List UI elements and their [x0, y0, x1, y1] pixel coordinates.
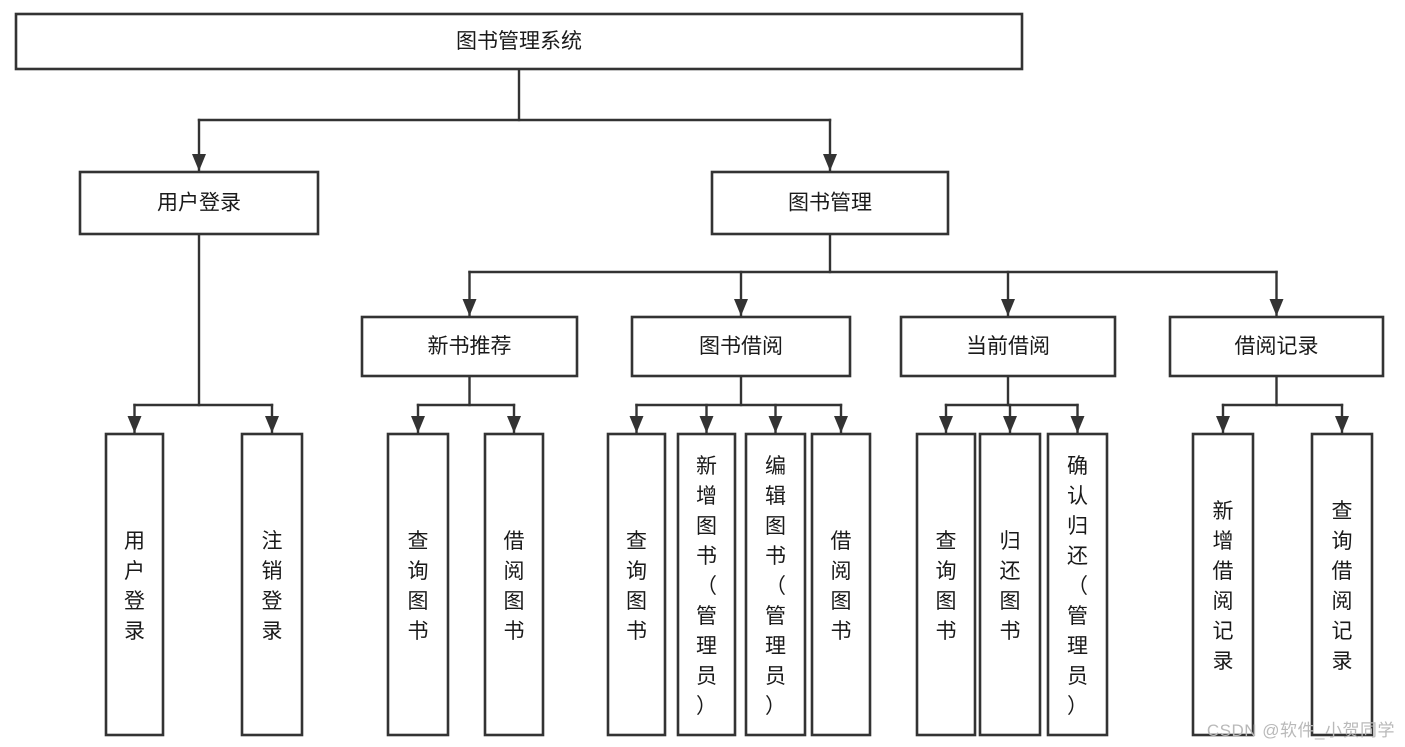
- node-current-borrow[interactable]: 当前借阅: [899, 315, 1117, 378]
- node-book-manage[interactable]: 图书管理: [710, 170, 950, 236]
- node-label: 图书管理: [788, 192, 872, 215]
- node-label: 新书推荐: [428, 335, 512, 358]
- node-label: 查询图书: [936, 530, 957, 643]
- node-user-login[interactable]: 用户登录: [78, 170, 320, 236]
- node-label: 新增图书（管理员）: [696, 455, 717, 718]
- node-label: 注销登录: [262, 530, 283, 643]
- node-label: 用户登录: [157, 192, 241, 215]
- node-label: 查询图书: [626, 530, 647, 643]
- node-leaf-borrow-book-b[interactable]: 借阅图书: [810, 432, 872, 737]
- node-label: 查询图书: [408, 530, 429, 643]
- node-root[interactable]: 图书管理系统: [14, 12, 1024, 71]
- node-label: 归还图书: [1000, 530, 1021, 643]
- node-label: 确认归还（管理员）: [1067, 455, 1088, 718]
- node-layer: 图书管理系统用户登录图书管理新书推荐图书借阅当前借阅借阅记录用户登录注销登录查询…: [14, 12, 1385, 737]
- node-label: 用户登录: [124, 530, 145, 643]
- node-leaf-edit-book[interactable]: 编辑图书（管理员）: [744, 432, 807, 737]
- node-leaf-confirm-return[interactable]: 确认归还（管理员）: [1046, 432, 1109, 737]
- node-label: 图书借阅: [699, 335, 783, 358]
- node-label: 借阅图书: [831, 530, 852, 643]
- node-leaf-query-book-c[interactable]: 查询图书: [915, 432, 977, 737]
- node-label: 新增借阅记录: [1213, 500, 1234, 673]
- node-leaf-query-book-b[interactable]: 查询图书: [606, 432, 667, 737]
- node-leaf-user-logout[interactable]: 注销登录: [240, 432, 304, 737]
- node-label: 当前借阅: [966, 335, 1050, 358]
- node-label: 借阅图书: [504, 530, 525, 643]
- node-label: 借阅记录: [1235, 335, 1319, 358]
- node-new-book-recommend[interactable]: 新书推荐: [360, 315, 579, 378]
- node-leaf-add-book[interactable]: 新增图书（管理员）: [676, 432, 737, 737]
- node-leaf-query-book-a[interactable]: 查询图书: [386, 432, 450, 737]
- node-borrow-record[interactable]: 借阅记录: [1168, 315, 1385, 378]
- connector-layer: [127, 67, 1349, 434]
- node-book-borrow[interactable]: 图书借阅: [630, 315, 852, 378]
- node-leaf-borrow-book-a[interactable]: 借阅图书: [483, 432, 545, 737]
- node-label: 图书管理系统: [456, 30, 582, 53]
- node-label: 编辑图书（管理员）: [765, 455, 786, 718]
- node-label: 查询借阅记录: [1332, 500, 1353, 673]
- node-leaf-add-record[interactable]: 新增借阅记录: [1191, 432, 1255, 737]
- node-leaf-return-book[interactable]: 归还图书: [978, 432, 1042, 737]
- node-leaf-query-record[interactable]: 查询借阅记录: [1310, 432, 1374, 737]
- node-leaf-user-login[interactable]: 用户登录: [104, 432, 165, 737]
